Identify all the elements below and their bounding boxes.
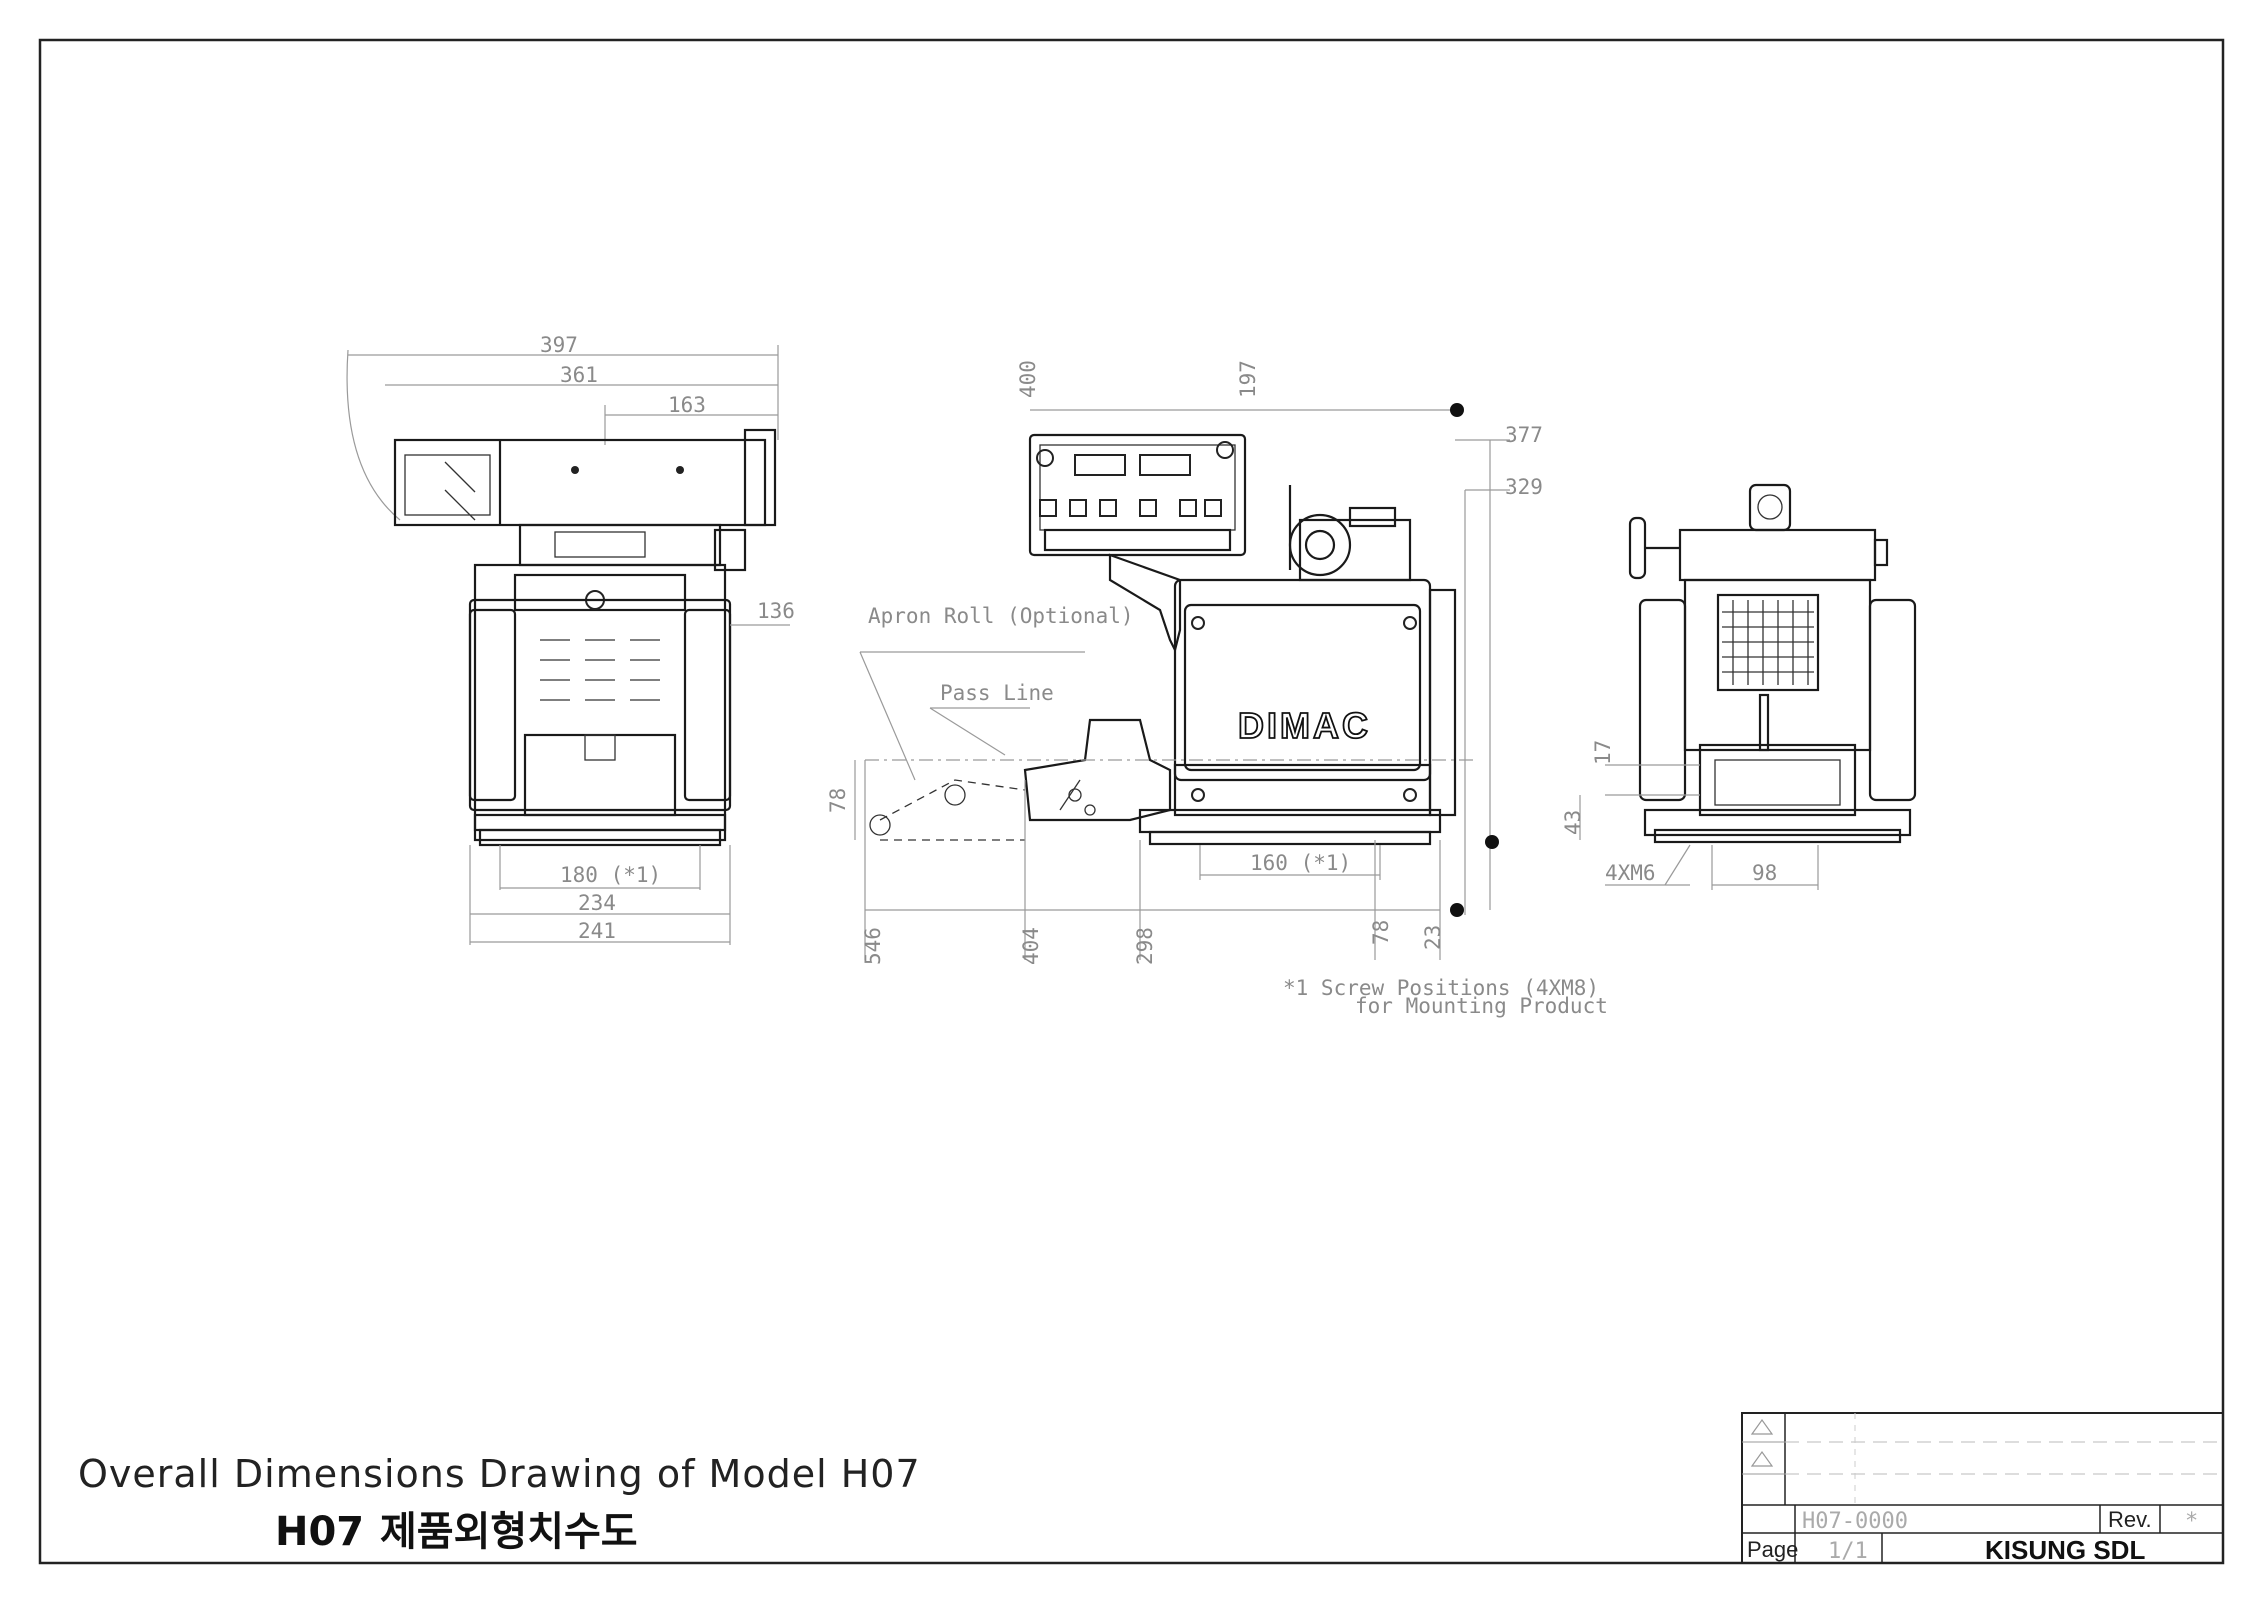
dim-546: 546	[861, 927, 885, 965]
page-label: Page	[1747, 1537, 1798, 1562]
label-pass-line: Pass Line	[940, 681, 1054, 705]
label-4xm6: 4XM6	[1605, 861, 1656, 885]
dim-397: 397	[540, 333, 578, 357]
title-block: H07-0000 Rev. * Page 1/1 KISUNG SDL	[1741, 1412, 2224, 1565]
page-value: 1/1	[1828, 1539, 1868, 1564]
screw-note-line1: *1 Screw Positions (4XM8)	[1283, 976, 1599, 1000]
sheet-border	[38, 38, 2225, 1565]
dim-17: 17	[1591, 740, 1615, 765]
title-model: H07	[275, 1509, 364, 1555]
dim-377: 377	[1505, 423, 1543, 447]
dim-400: 400	[1016, 360, 1040, 398]
dim-241: 241	[578, 919, 616, 943]
dim-78-horizontal: 78	[1369, 920, 1393, 945]
title-korean: 제품외형치수도	[380, 1509, 638, 1555]
dim-404: 404	[1019, 927, 1043, 965]
dim-160: 160 (*1)	[1250, 851, 1351, 875]
dim-329: 329	[1505, 475, 1543, 499]
dim-136: 136	[757, 599, 795, 623]
dim-98: 98	[1752, 861, 1777, 885]
front-view: 397 361 163	[346, 333, 795, 945]
rev-label: Rev.	[2108, 1507, 2152, 1532]
title-english: Overall Dimensions Drawing of Model H07	[78, 1452, 921, 1496]
dim-197: 197	[1236, 360, 1260, 398]
rear-view: 17 43 98 4XM6	[1561, 483, 1917, 890]
brand-logo: DIMAC	[1238, 705, 1371, 746]
label-apron-roll: Apron Roll (Optional)	[868, 604, 1134, 628]
reference-point-bottom	[1450, 903, 1464, 917]
dim-23: 23	[1421, 925, 1445, 950]
dim-43: 43	[1561, 810, 1585, 835]
drawing-number: H07-0000	[1802, 1509, 1908, 1534]
dim-298: 298	[1133, 927, 1157, 965]
dim-78-vertical: 78	[826, 788, 850, 813]
company-name: KISUNG SDL	[1985, 1535, 2145, 1565]
screw-note-line2: for Mounting Product	[1355, 994, 1608, 1018]
rev-value: *	[2185, 1509, 2198, 1534]
dim-163: 163	[668, 393, 706, 417]
dim-234: 234	[578, 891, 616, 915]
reference-point-top	[1450, 403, 1464, 417]
dim-180: 180 (*1)	[560, 863, 661, 887]
dim-361: 361	[560, 363, 598, 387]
side-view: 400 197 377 329 DIMAC	[826, 360, 1608, 1018]
reference-point-mid	[1485, 835, 1499, 849]
